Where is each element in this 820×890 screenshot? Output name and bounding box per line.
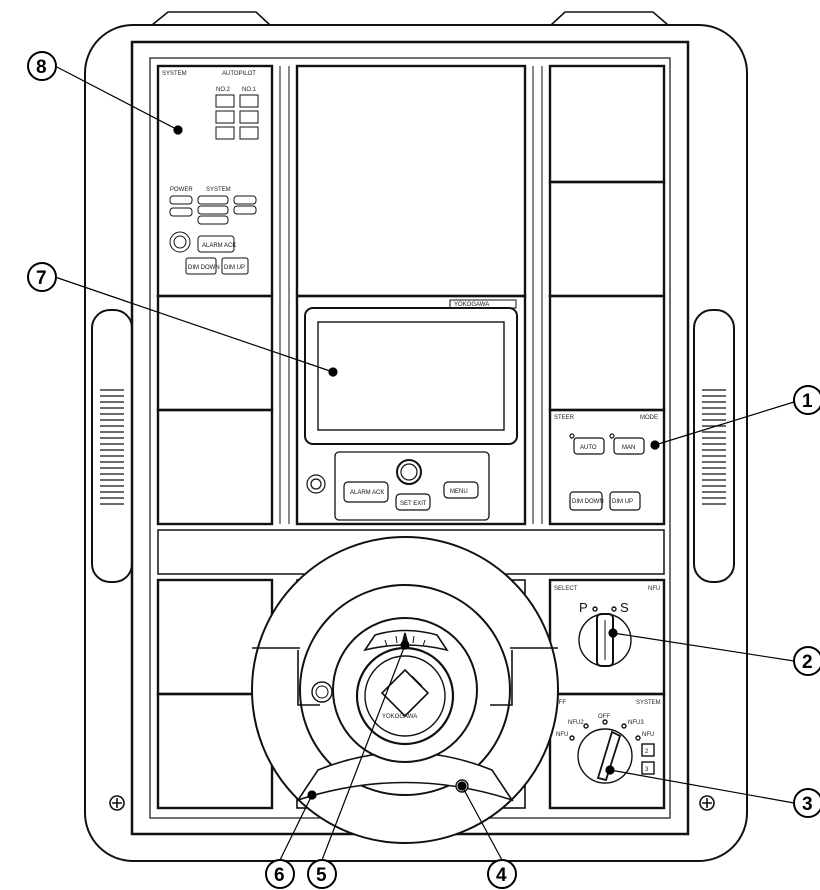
brand-plate — [449, 299, 517, 309]
panel-8-power: POWER — [170, 187, 193, 193]
display-alarm-ack[interactable]: ALARM ACK — [350, 490, 384, 496]
panel-2-selector — [578, 606, 632, 667]
panel-8-header-left: SYSTEM — [162, 71, 187, 77]
panel-8-col-no1: NO.1 — [242, 87, 257, 93]
panel-1-dim-up[interactable]: DIM UP — [612, 499, 633, 505]
panel-3-right1: NFU3 — [628, 720, 644, 726]
callout-numbers: 1 2 3 4 5 6 7 8 — [36, 57, 813, 886]
panel-2-texts: SELECT NFU P S — [554, 586, 660, 615]
panel-3-selector — [569, 719, 655, 784]
panel-1-dim-down[interactable]: DIM DOWN — [572, 499, 604, 505]
display-panel — [295, 294, 527, 526]
display-brand: YOKOGAWA — [454, 302, 489, 308]
handle-left — [91, 309, 133, 583]
panel-8 — [156, 64, 274, 298]
blank-panel-r2 — [548, 180, 666, 298]
display-screen-7 — [317, 321, 505, 431]
panel-8-col-no2: NO.2 — [216, 87, 231, 93]
panel-3 — [548, 692, 666, 810]
panel-2-header-left: SELECT — [554, 586, 578, 592]
blank-panel-l2 — [156, 294, 274, 412]
top-tab-left — [151, 11, 271, 26]
callout-7: 7 — [36, 268, 47, 289]
display-bezel — [304, 307, 518, 445]
panel-8-header-right: AUTOPILOT — [222, 71, 256, 77]
steering-wheel — [251, 536, 559, 844]
column-separators — [279, 66, 543, 524]
screw-right — [699, 795, 715, 811]
panel-3-right2: NFU — [642, 732, 654, 738]
panel-2-header-right: NFU — [648, 586, 660, 592]
callout-1: 1 — [802, 391, 813, 412]
panel-8-dim-up[interactable]: DIM UP — [224, 265, 245, 271]
blank-panel-l3 — [156, 408, 274, 526]
panel-3-small1: 2 — [645, 749, 649, 755]
callout-8: 8 — [36, 57, 47, 78]
panel-8-controls — [169, 94, 259, 275]
panel-1 — [548, 408, 666, 526]
panel-2-s: S — [620, 600, 629, 615]
panel-8-alarm-ack[interactable]: ALARM ACK — [202, 243, 236, 249]
panel-8-system: SYSTEM — [206, 187, 231, 193]
callout-4: 4 — [496, 865, 507, 886]
wheel-brand: YOKOGAWA — [382, 714, 417, 720]
panel-1-auto[interactable]: AUTO — [580, 445, 597, 451]
callout-2: 2 — [802, 652, 813, 673]
display-menu[interactable]: MENU — [450, 489, 468, 495]
panel-3-header-left: OFF — [554, 700, 566, 706]
outer-housing — [84, 24, 748, 862]
panel-1-header-left: STEER — [554, 415, 575, 421]
blank-panel-r1 — [548, 64, 666, 184]
display-control-shapes — [306, 459, 479, 511]
screw-left — [109, 795, 125, 811]
handle-right — [693, 309, 735, 583]
panel-3-texts: OFF SYSTEM OFF NFU2 NFU NFU3 NFU 2 3 — [554, 700, 661, 773]
display-controls — [334, 451, 490, 521]
panel-2 — [548, 578, 666, 696]
top-tab-right — [550, 11, 669, 26]
panel-3-left2: NFU — [556, 732, 568, 738]
panel-8-texts: SYSTEM AUTOPILOT NO.2 NO.1 POWER SYSTEM … — [162, 71, 257, 271]
callout-badges — [27, 51, 820, 889]
panel-1-man[interactable]: MAN — [622, 445, 635, 451]
panel-1-shapes — [569, 433, 645, 511]
panel-3-small2: 3 — [645, 767, 649, 773]
display-set-exit[interactable]: SET EXIT — [400, 501, 427, 507]
panel-3-left1: NFU2 — [568, 720, 584, 726]
callout-6: 6 — [274, 865, 285, 886]
callout-5: 5 — [316, 865, 327, 886]
panel-1-header-right: MODE — [640, 415, 658, 421]
blank-panel-center — [295, 64, 527, 298]
panel-3-header-right: SYSTEM — [636, 700, 661, 706]
callout-3: 3 — [802, 794, 813, 815]
panel-2-p: P — [579, 600, 588, 615]
callout-leaders — [54, 65, 795, 861]
panel-8-dim-down[interactable]: DIM DOWN — [188, 265, 220, 271]
panel-1-texts: STEER MODE AUTO MAN DIM DOWN DIM UP — [554, 415, 658, 505]
panel-3-off: OFF — [598, 714, 610, 720]
blank-panel-r3 — [548, 294, 666, 412]
display-control-texts: YOKOGAWA ALARM ACK SET EXIT MENU — [350, 302, 489, 507]
